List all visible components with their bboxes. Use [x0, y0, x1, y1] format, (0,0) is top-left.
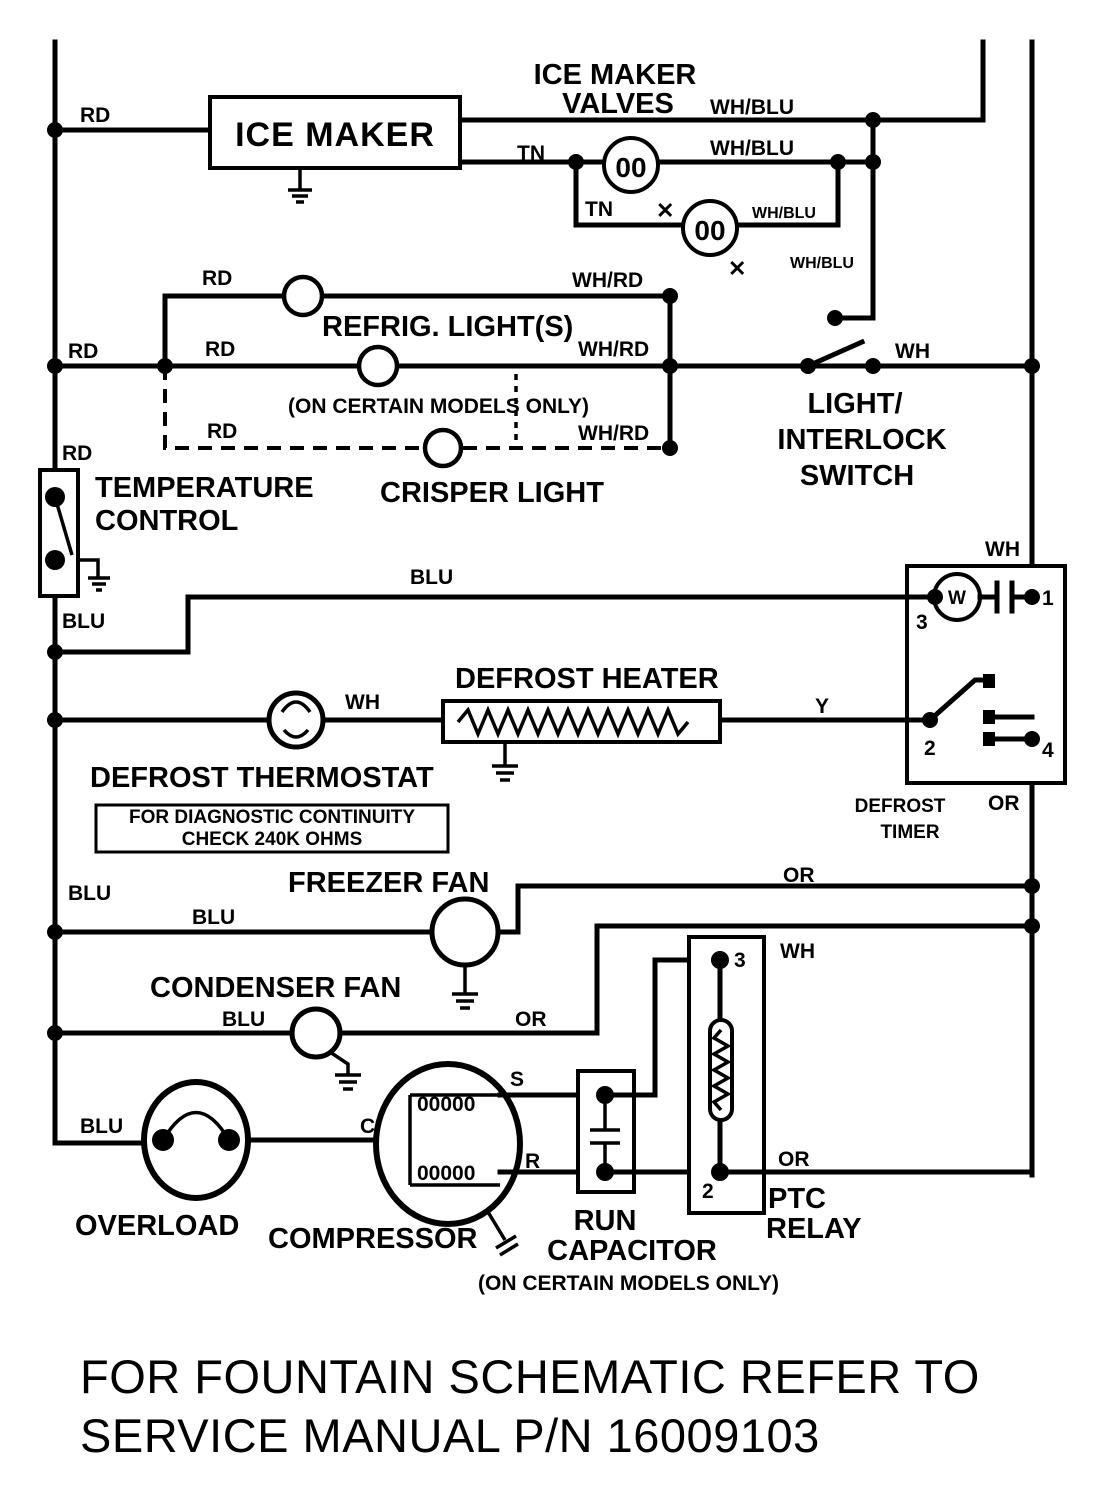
terminal-label: R [525, 1150, 540, 1173]
component-label: TIMER [880, 822, 939, 843]
ground-mark-2: ✕ [728, 256, 746, 281]
overload-symbol [141, 1079, 251, 1201]
footer-line-2: SERVICE MANUAL P/N 16009103 [80, 1409, 820, 1462]
wire-label: WH/BLU [710, 96, 794, 119]
wire-label: WH/BLU [710, 137, 794, 160]
ice-maker: ICE MAKER [52, 95, 876, 204]
junctions [45, 112, 1040, 1181]
ice-maker-label: ICE MAKER [235, 116, 435, 154]
terminal-label: S [510, 1068, 524, 1091]
condenser-fan [52, 923, 1035, 1091]
wire-label: RD [202, 267, 232, 290]
timer-motor: W [948, 588, 966, 609]
component-label: RELAY [766, 1213, 862, 1245]
component-label: OVERLOAD [75, 1210, 239, 1242]
component-label: FREEZER FAN [288, 867, 489, 899]
ice-maker-valves: 00 00 ✕ ✕ [573, 136, 876, 281]
component-label: COMPRESSOR [268, 1223, 478, 1255]
wire-label: WH [345, 691, 380, 714]
component-label: PTC [768, 1183, 826, 1215]
ground-mark-1: ✕ [656, 198, 674, 223]
wire-label: BLU [62, 610, 105, 633]
switch-feed [837, 39, 986, 321]
crisper-light-bulb [422, 427, 464, 469]
component-label: CONDENSER FAN [150, 972, 401, 1004]
wire-label: WH [895, 340, 930, 363]
wire-label: BLU [192, 906, 235, 929]
wire-label: WH [985, 538, 1020, 561]
freezer-fan-motor [429, 896, 501, 968]
wire-label: RD [205, 338, 235, 361]
refrig-light-2 [356, 344, 400, 388]
component-label: CAPACITOR [547, 1235, 717, 1267]
wire-label: OR [988, 792, 1020, 815]
component-label: CONTROL [95, 505, 238, 537]
footer-line-1: FOR FOUNTAIN SCHEMATIC REFER TO [80, 1350, 980, 1403]
wire-label: Y [815, 695, 829, 718]
terminal-label: C [360, 1115, 375, 1138]
wire-label: TN [517, 142, 545, 165]
wire-label: RD [68, 340, 98, 363]
wire-label: WH/RD [572, 269, 643, 292]
wire-label: WH/RD [578, 422, 649, 445]
wire-label: RD [62, 442, 92, 465]
freezer-fan [52, 883, 1035, 1010]
defrost-thermostat-symbol [266, 690, 326, 750]
condenser-fan-motor [289, 1006, 343, 1060]
wire-label: BLU [222, 1008, 265, 1031]
component-label: ICE MAKER [534, 59, 697, 91]
timer-pin-label: 3 [916, 611, 928, 634]
wire-label: BLU [68, 882, 111, 905]
wire-label: OR [778, 1148, 810, 1171]
component-label: VALVES [562, 88, 674, 120]
run-winding: 00000 [417, 1162, 475, 1185]
component-labels: ICE MAKER VALVES REFRIG. LIGHT(S) (ON CE… [75, 59, 1054, 1295]
relay-pin-label: 3 [734, 949, 746, 972]
component-label: (ON CERTAIN MODELS ONLY) [478, 1272, 779, 1295]
timer-pin-label: 2 [924, 737, 936, 760]
valve-coil-2: 00 [694, 215, 725, 246]
component-label: SWITCH [800, 460, 914, 492]
component-label: INTERLOCK [777, 424, 946, 456]
component-label: LIGHT/ [807, 388, 902, 420]
timer-pin-label: 4 [1042, 739, 1054, 762]
wire-label: OR [783, 864, 815, 887]
wire-label: BLU [410, 566, 453, 589]
diagnostic-note: CHECK 240K OHMS [182, 829, 363, 850]
start-winding: 00000 [417, 1093, 475, 1116]
wire-label: RD [80, 104, 110, 127]
compressor-symbol [373, 1061, 523, 1227]
wire-label: TN [585, 198, 613, 221]
component-label: RUN [574, 1205, 637, 1237]
footer-note: FOR FOUNTAIN SCHEMATIC REFER TO SERVICE … [80, 1350, 980, 1462]
component-label: DEFROST [855, 796, 946, 817]
component-label: REFRIG. LIGHT(S) [322, 311, 573, 343]
wire-label: RD [207, 420, 237, 443]
refrig-light-1 [281, 274, 325, 318]
defrost-heater-circuit [52, 690, 933, 854]
component-label: DEFROST HEATER [455, 663, 719, 695]
wire-label: WH [780, 940, 815, 963]
component-label: TEMPERATURE [95, 472, 314, 504]
component-label: DEFROST THERMOSTAT [90, 762, 434, 794]
wire-label: WH/BLU [790, 255, 854, 272]
component-label: (ON CERTAIN MODELS ONLY) [288, 395, 589, 418]
wire-label: WH/RD [578, 338, 649, 361]
lights [52, 274, 1035, 469]
wire-label: OR [515, 1008, 547, 1031]
valve-coil-1: 00 [615, 152, 646, 183]
timer-pin-label: 1 [1042, 587, 1054, 610]
component-label: CRISPER LIGHT [380, 477, 604, 509]
wire-labels: RD TN TN WH/BLU WH/BLU WH/BLU WH/BLU RD … [62, 96, 1020, 1173]
diagnostic-note: FOR DIAGNOSTIC CONTINUITY [129, 807, 415, 828]
wire-label: WH/BLU [752, 205, 816, 222]
relay-pin-label: 2 [702, 1180, 714, 1203]
wire-label: BLU [80, 1115, 123, 1138]
